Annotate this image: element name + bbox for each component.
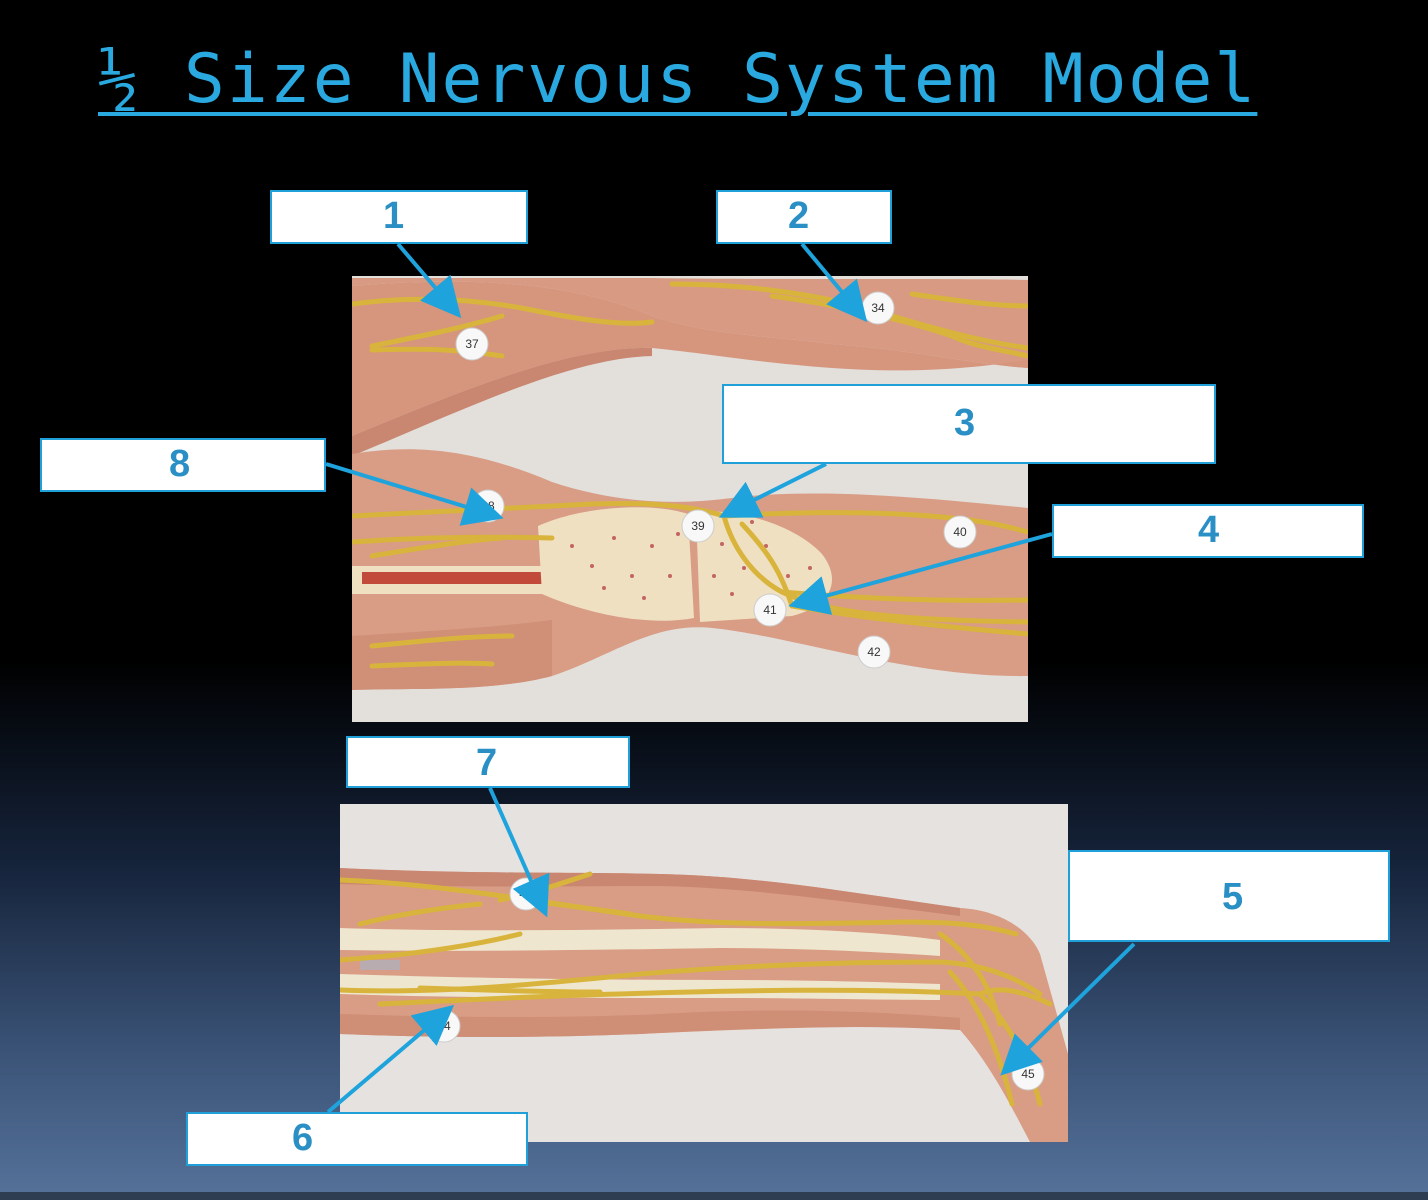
- sticker-label: 38: [481, 499, 495, 513]
- label-box-7[interactable]: [346, 736, 630, 788]
- label-number-2: 2: [788, 195, 810, 237]
- slide-title: ½ Size Nervous System Model: [98, 40, 1258, 119]
- label-box-6[interactable]: [186, 1112, 528, 1166]
- label-box-1[interactable]: [270, 190, 528, 244]
- label-box-4[interactable]: [1052, 504, 1364, 558]
- label-number-8: 8: [169, 443, 191, 485]
- label-number-7: 7: [476, 742, 498, 784]
- label-number-3: 3: [954, 402, 976, 444]
- sticker-label: 34: [871, 301, 885, 315]
- label-box-2[interactable]: [716, 190, 892, 244]
- label-box-8[interactable]: [40, 438, 326, 492]
- label-box-5[interactable]: [1068, 850, 1390, 942]
- sticker-label: 44: [437, 1019, 451, 1033]
- label-number-5: 5: [1222, 876, 1244, 918]
- sticker-label: 43: [519, 887, 533, 901]
- sticker-label: 39: [691, 519, 705, 533]
- sticker-label: 45: [1021, 1067, 1035, 1081]
- sticker-label: 42: [867, 645, 881, 659]
- label-number-4: 4: [1198, 509, 1220, 551]
- sticker-label: 40: [953, 525, 967, 539]
- sticker-label: 41: [763, 603, 777, 617]
- bottom-strip: [0, 1192, 1428, 1200]
- label-number-6: 6: [292, 1117, 314, 1159]
- sticker-label: 37: [465, 337, 479, 351]
- label-box-3[interactable]: [722, 384, 1216, 464]
- label-number-1: 1: [383, 195, 405, 237]
- upper-leg-photo: 37 34 38 39 40 41 42: [352, 276, 1028, 722]
- lower-leg-photo: 43 44 45: [340, 804, 1068, 1142]
